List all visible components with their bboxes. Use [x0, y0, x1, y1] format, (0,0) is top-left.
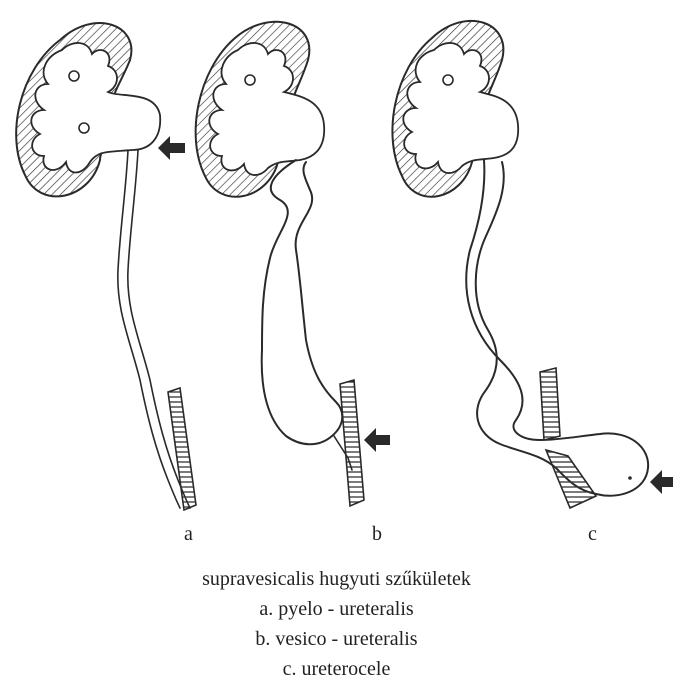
- ureter-c: [466, 160, 648, 496]
- bladder-wall-c: [540, 368, 560, 440]
- kidney-a-pelvis: [31, 43, 160, 173]
- caption-item-c: c. ureterocele: [0, 656, 673, 682]
- kidney-c: [392, 21, 518, 197]
- label-b: b: [372, 523, 382, 545]
- label-a: a: [184, 523, 193, 545]
- arrow-a: [158, 136, 185, 160]
- kidney-b: [196, 22, 325, 197]
- ureterocele-dot: [628, 476, 632, 480]
- arrow-c: [650, 470, 673, 494]
- caption-title: supravesicalis hugyuti szűkületek: [0, 566, 673, 592]
- bladder-wall-c-lower: [546, 450, 596, 508]
- bladder-wall-b: [340, 380, 364, 506]
- kidney-stricture-diagram: a b c: [0, 0, 673, 560]
- caption-item-a: a. pyelo - ureteralis: [0, 596, 673, 622]
- caption-item-b: b. vesico - ureteralis: [0, 626, 673, 652]
- ureter-b: [262, 160, 343, 444]
- label-c: c: [588, 523, 597, 545]
- kidney-a: [16, 23, 160, 196]
- arrow-b: [364, 428, 390, 452]
- ureter-a: [118, 150, 180, 508]
